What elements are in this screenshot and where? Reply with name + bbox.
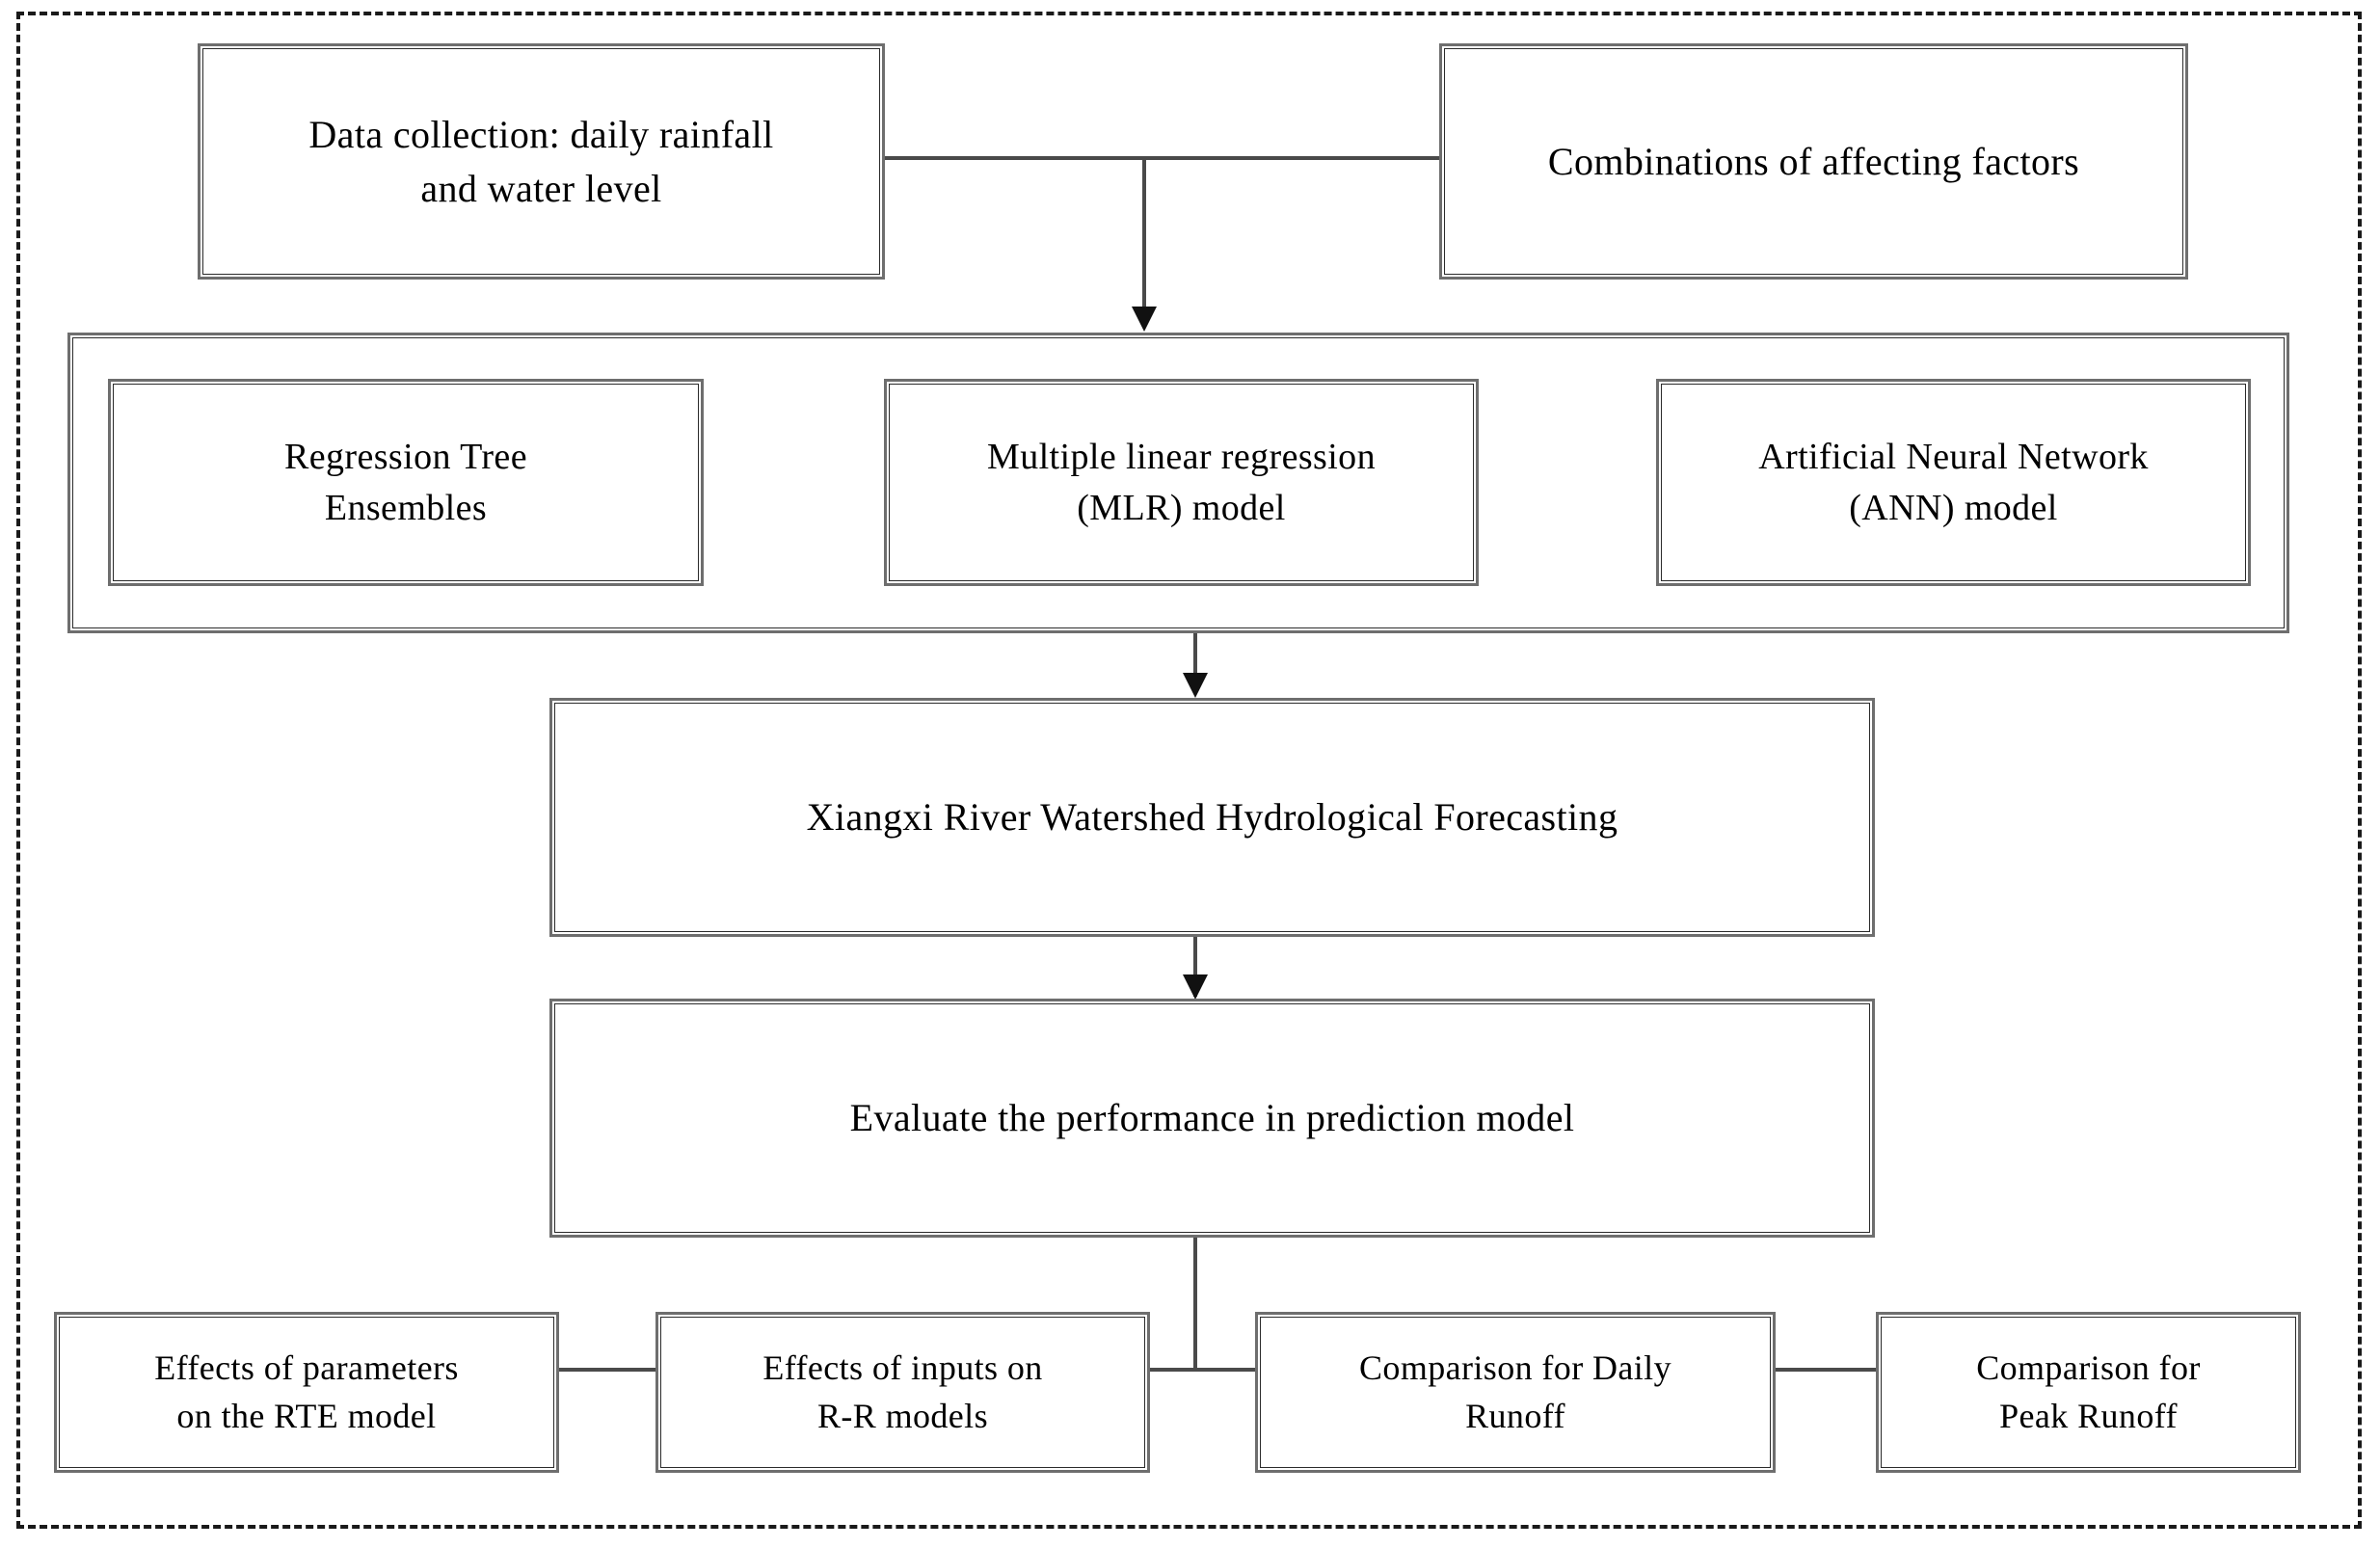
node-comparison-daily-runoff[interactable]: Comparison for Daily Runoff <box>1255 1312 1776 1473</box>
edge-evaluate-stem <box>1193 1238 1197 1372</box>
edge-row1-horizontal-connector <box>885 156 1439 160</box>
node-comparison-peak-runoff[interactable]: Comparison for Peak Runoff <box>1876 1312 2301 1473</box>
node-out3-line2: Runoff <box>1465 1396 1565 1435</box>
node-out4-line1: Comparison for <box>1976 1348 2201 1387</box>
node-evaluate-performance-label: Evaluate the performance in prediction m… <box>849 1096 1575 1140</box>
node-data-collection-label: Data collection: daily rainfall and wate… <box>295 108 787 214</box>
node-out2-line2: R-R models <box>816 1396 988 1435</box>
node-out3-label: Comparison for Daily Runoff <box>1346 1345 1685 1440</box>
node-data-collection-line2: and water level <box>420 166 662 210</box>
node-out1-label: Effects of parameters on the RTE model <box>141 1345 472 1440</box>
edge-join-to-models-line <box>1142 156 1146 308</box>
edge-output-bus <box>267 1368 2159 1372</box>
node-mlr-line2: (MLR) model <box>1077 487 1286 528</box>
node-rte-line2: Ensembles <box>324 487 488 528</box>
node-regression-tree-ensembles[interactable]: Regression Tree Ensembles <box>108 379 704 586</box>
node-out3-line1: Comparison for Daily <box>1359 1348 1671 1387</box>
node-ann-line1: Artificial Neural Network <box>1758 437 2149 478</box>
diagram-outer-dashed-frame <box>16 12 2362 1529</box>
node-evaluate-performance[interactable]: Evaluate the performance in prediction m… <box>549 999 1875 1238</box>
edge-forecasting-to-evaluate-line <box>1193 937 1197 997</box>
node-ann-model[interactable]: Artificial Neural Network (ANN) model <box>1656 379 2251 586</box>
node-ann-line2: (ANN) model <box>1849 487 2058 528</box>
node-ann-label: Artificial Neural Network (ANN) model <box>1745 432 2162 533</box>
node-affecting-factors[interactable]: Combinations of affecting factors <box>1439 43 2188 280</box>
node-mlr-line1: Multiple linear regression <box>987 437 1376 478</box>
edge-forecasting-to-evaluate-arrowhead <box>1183 974 1208 1000</box>
node-data-collection[interactable]: Data collection: daily rainfall and wate… <box>198 43 885 280</box>
node-rte-label: Regression Tree Ensembles <box>271 432 541 533</box>
node-out1-line2: on the RTE model <box>176 1396 437 1435</box>
node-out4-label: Comparison for Peak Runoff <box>1963 1345 2214 1440</box>
node-mlr-label: Multiple linear regression (MLR) model <box>974 432 1389 533</box>
node-affecting-factors-label: Combinations of affecting factors <box>1547 139 2080 183</box>
node-mlr-model[interactable]: Multiple linear regression (MLR) model <box>884 379 1479 586</box>
node-effects-inputs-rr[interactable]: Effects of inputs on R-R models <box>655 1312 1150 1473</box>
node-xiangxi-forecasting[interactable]: Xiangxi River Watershed Hydrological For… <box>549 698 1875 937</box>
edge-join-to-models-arrowhead <box>1132 307 1157 332</box>
node-out4-line2: Peak Runoff <box>1999 1396 2178 1435</box>
edge-models-to-forecasting-line <box>1193 633 1197 691</box>
node-rte-line1: Regression Tree <box>284 437 527 478</box>
edge-models-to-forecasting-arrowhead <box>1183 673 1208 698</box>
node-out2-label: Effects of inputs on R-R models <box>749 1345 1056 1440</box>
node-effects-parameters-rte[interactable]: Effects of parameters on the RTE model <box>54 1312 559 1473</box>
node-data-collection-line1: Data collection: daily rainfall <box>308 113 774 157</box>
node-xiangxi-forecasting-label: Xiangxi River Watershed Hydrological For… <box>806 795 1618 840</box>
node-out2-line1: Effects of inputs on <box>762 1348 1043 1387</box>
node-out1-line1: Effects of parameters <box>154 1348 459 1387</box>
